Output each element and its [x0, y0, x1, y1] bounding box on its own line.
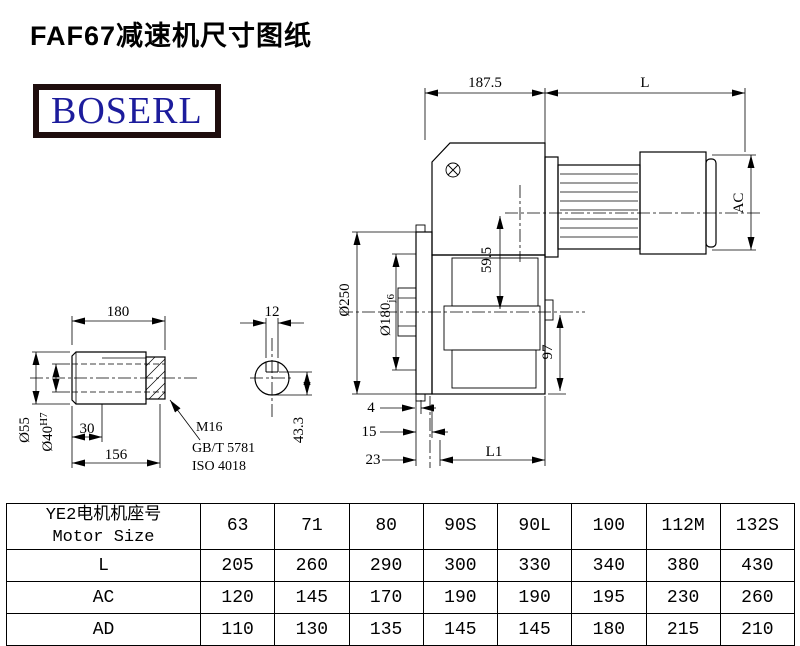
shaft-dimensions	[32, 316, 312, 468]
dim-L: L	[640, 75, 649, 91]
col-header-112M: 112M	[645, 503, 721, 550]
table-cell: 260	[274, 549, 350, 582]
dim-43-3: 43.3	[291, 417, 307, 443]
dim-40-base: Ø40	[40, 426, 56, 452]
table-cell: 135	[348, 613, 424, 646]
table-cell: 180	[571, 613, 647, 646]
table-header-motor-size: YE2电机机座号 Motor Size	[6, 503, 201, 550]
table-cell: 215	[645, 613, 721, 646]
table-cell: 210	[719, 613, 796, 646]
table-cell: 195	[571, 581, 647, 614]
table-cell: 340	[571, 549, 647, 582]
row-label-AD: AD	[6, 613, 201, 646]
label-std-gb: GB/T 5781	[192, 441, 255, 456]
table-cell: 380	[645, 549, 721, 582]
dim-4: 4	[367, 400, 375, 416]
col-header-90L: 90L	[496, 503, 573, 550]
row-label-AC: AC	[6, 581, 201, 614]
centerlines	[340, 185, 760, 468]
table-row-L: L 205 260 290 300 330 340 380 430	[6, 549, 796, 582]
dim-spigot: Ø180j6	[378, 294, 397, 336]
table-cell: 260	[719, 581, 796, 614]
dim-23: 23	[366, 452, 381, 468]
table-cell: 145	[422, 613, 499, 646]
gearbox-dimensions	[352, 154, 756, 466]
shaft-centerlines	[30, 338, 294, 418]
dim-40: Ø40H7	[38, 412, 56, 452]
table-row-AC: AC 120 145 170 190 190 195 230 260	[6, 581, 796, 614]
dim-spigot-fit: j6	[385, 294, 397, 304]
dim-12: 12	[265, 304, 280, 320]
table-cell: 190	[422, 581, 499, 614]
dim-spigot-base: Ø180	[378, 303, 394, 336]
dim-L1: L1	[486, 444, 503, 460]
table-header-en: Motor Size	[52, 527, 155, 547]
table-cell: 145	[274, 581, 350, 614]
table-cell: 205	[199, 549, 276, 582]
table-cell: 170	[348, 581, 424, 614]
table-header-cn: YE2电机机座号	[45, 506, 162, 526]
motor-outline	[544, 151, 717, 258]
col-header-63: 63	[199, 503, 276, 550]
table-cell: 300	[422, 549, 499, 582]
dim-flange-od: Ø250	[337, 283, 353, 316]
table-cell: 145	[496, 613, 573, 646]
boserl-logo: BOSERL	[33, 84, 221, 138]
dim-AC: AC	[731, 193, 747, 214]
page-title: FAF67减速机尺寸图纸	[30, 21, 313, 51]
row-label-L: L	[6, 549, 201, 582]
table-cell: 190	[496, 581, 573, 614]
col-header-132S: 132S	[719, 503, 796, 550]
boserl-logo-text: BOSERL	[51, 90, 203, 132]
col-header-71: 71	[274, 503, 350, 550]
table-cell: 120	[199, 581, 276, 614]
table-cell: 110	[199, 613, 276, 646]
motor-size-table: YE2电机机座号 Motor Size 63 71 80 90S 90L 100…	[6, 503, 796, 646]
dim-187-5: 187.5	[468, 75, 502, 91]
table-row-AD: AD 110 130 135 145 145 180 215 210	[6, 613, 796, 646]
key-section	[254, 360, 290, 396]
dim-15: 15	[362, 424, 377, 440]
dim-180: 180	[107, 304, 130, 320]
table-cell: 230	[645, 581, 721, 614]
dim-156: 156	[105, 447, 128, 463]
dim-55: Ø55	[17, 417, 33, 443]
col-header-100: 100	[571, 503, 647, 550]
label-std-iso: ISO 4018	[192, 459, 246, 474]
table-cell: 130	[274, 613, 350, 646]
col-header-80: 80	[348, 503, 424, 550]
table-cell: 330	[496, 549, 573, 582]
col-header-90S: 90S	[422, 503, 499, 550]
table-cell: 430	[719, 549, 796, 582]
dim-97: 97	[540, 344, 556, 360]
gearbox-outline	[397, 88, 746, 402]
dim-40-fit: H7	[38, 412, 50, 426]
technical-drawing: 187.5 L AC Ø250 Ø180j6 59.5 97 4 15 23 L…	[17, 75, 760, 474]
dim-30: 30	[80, 421, 95, 437]
label-thread: M16	[196, 420, 222, 435]
table-cell: 290	[348, 549, 424, 582]
dim-59-5: 59.5	[479, 247, 495, 273]
